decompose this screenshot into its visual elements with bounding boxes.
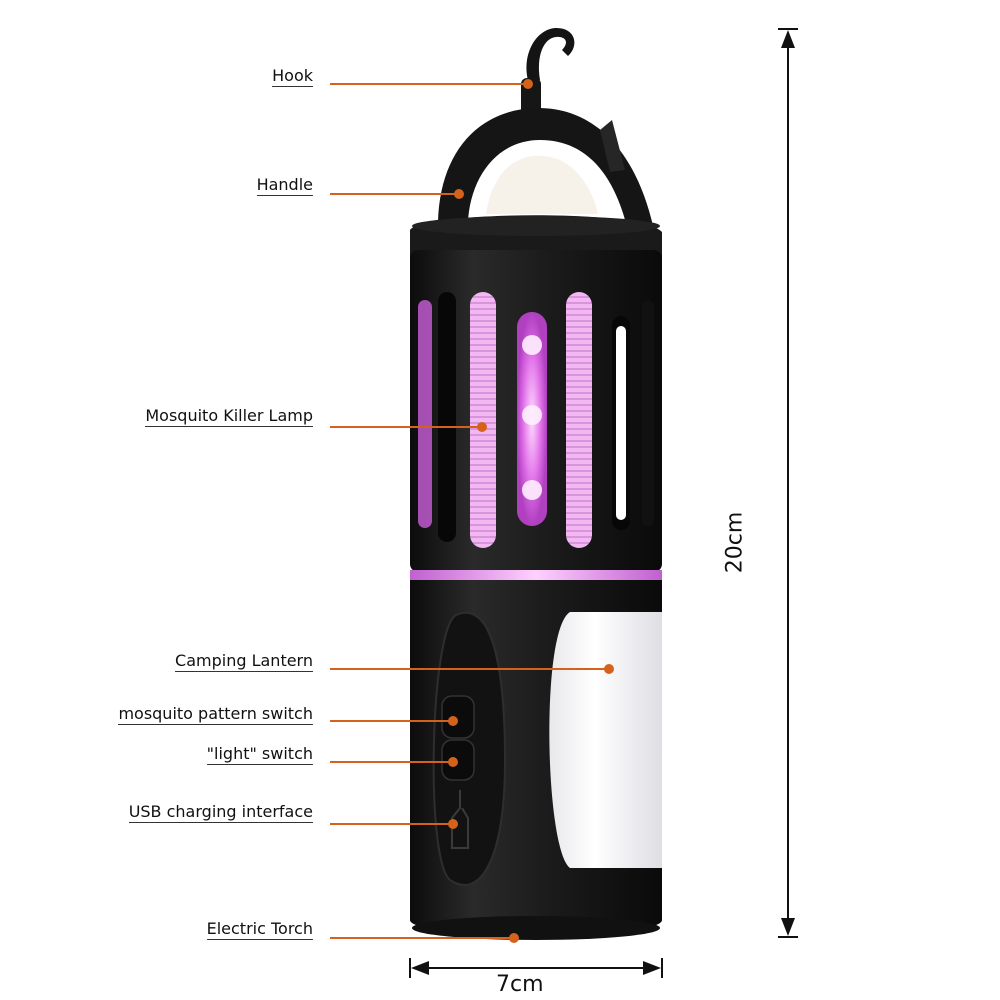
usb-port [451, 790, 469, 849]
leader-lines [330, 83, 609, 939]
leader-dots [448, 79, 614, 943]
label-usb-charging-interface: USB charging interface [128, 802, 313, 823]
label-electric-torch: Electric Torch [206, 919, 313, 940]
handle-part [438, 107, 655, 240]
cage-slots [418, 292, 654, 548]
height-dimension-label: 20cm [722, 511, 748, 574]
label-hook: Hook [272, 66, 313, 87]
label-mosquito-killer-lamp: Mosquito Killer Lamp [145, 406, 313, 427]
mosquito-switch [441, 695, 475, 739]
light-switch [441, 739, 475, 781]
label-light-switch: "light" switch [206, 744, 313, 765]
lantern-window [549, 612, 662, 868]
width-dimension-label: 7cm [496, 972, 544, 997]
height-dimension-line [778, 28, 798, 938]
glow-ring [410, 570, 662, 580]
torch-rim [412, 916, 660, 940]
width-dimension-line [409, 958, 663, 978]
label-handle: Handle [256, 175, 313, 196]
label-mosquito-pattern-switch: mosquito pattern switch [118, 704, 313, 725]
label-camping-lantern: Camping Lantern [175, 651, 313, 672]
